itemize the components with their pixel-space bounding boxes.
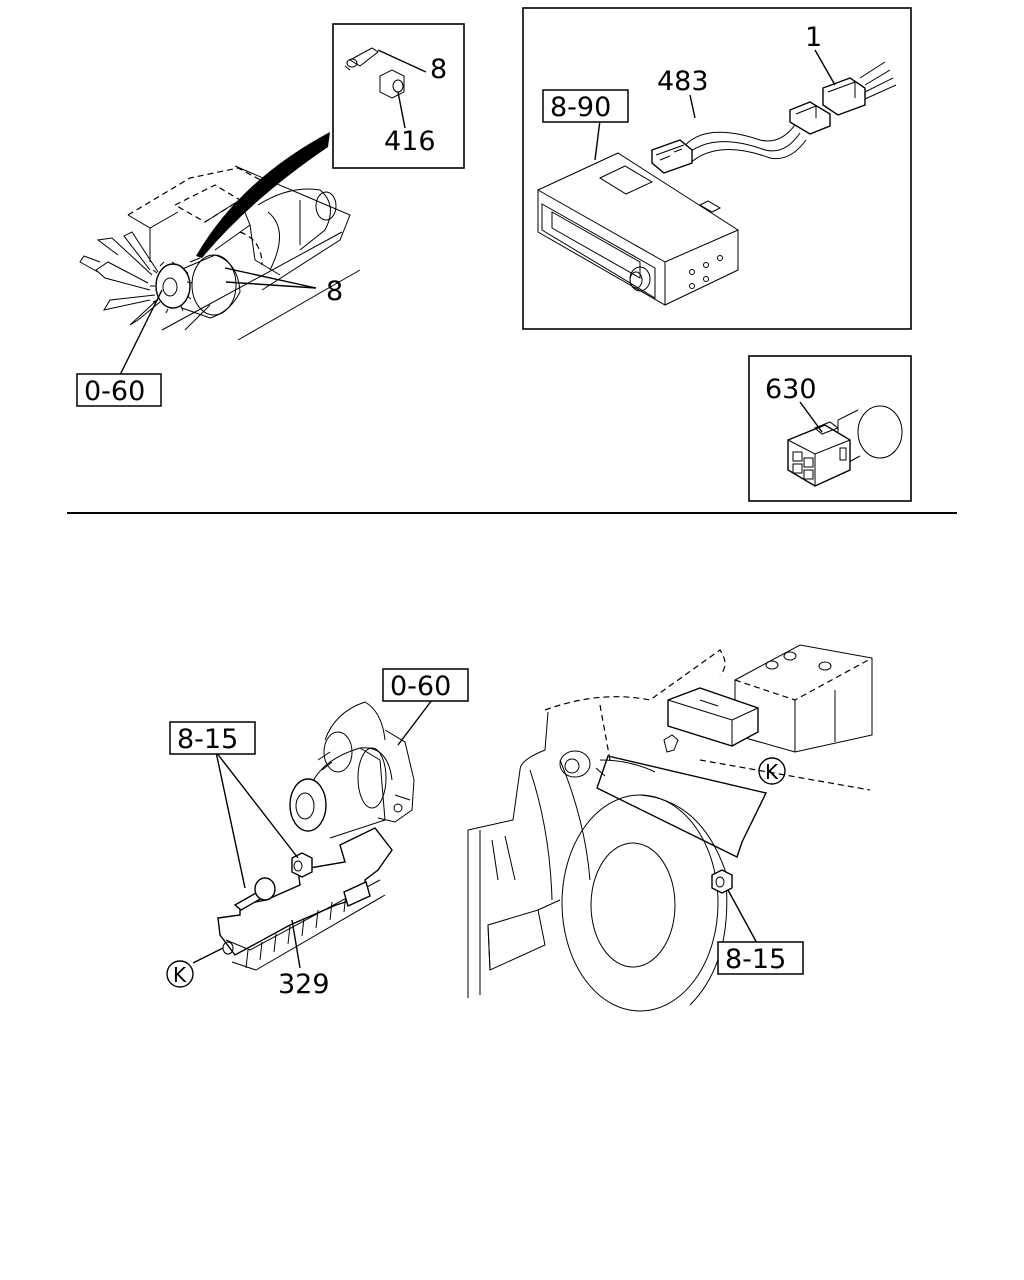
- part-number-8-engine: 8: [326, 276, 343, 307]
- reference-label-8-15-chassis: 8-15: [725, 944, 786, 975]
- reference-marker-k-starter: [166, 960, 194, 988]
- inset-radio-harness: [522, 7, 912, 330]
- reference-label-8-90: 8-90: [550, 92, 611, 123]
- reference-label-8-15-starter: 8-15: [177, 724, 238, 755]
- part-number-630: 630: [765, 374, 817, 405]
- reference-label-0-60-starter: 0-60: [390, 671, 451, 702]
- radio-harness-illustration: [537, 49, 897, 306]
- reference-marker-k-chassis-label: K: [765, 760, 779, 784]
- reference-box-8-90: [542, 89, 629, 123]
- part-number-1: 1: [805, 22, 822, 53]
- part-number-329: 329: [278, 969, 330, 1000]
- reference-box-0-60-engine: [76, 373, 162, 407]
- reference-label-0-60-engine: 0-60: [84, 376, 145, 407]
- engine-illustration: [79, 132, 361, 376]
- starter-motor-illustration: [192, 699, 433, 971]
- reference-box-8-15-starter: [169, 721, 256, 755]
- part-number-416: 416: [384, 126, 436, 157]
- part-number-8-inset: 8: [430, 54, 447, 85]
- reference-marker-k-chassis: [758, 757, 786, 785]
- chassis-battery-illustration: [467, 644, 873, 1012]
- reference-box-0-60-starter: [382, 668, 469, 702]
- part-number-483: 483: [657, 66, 709, 97]
- terminal-and-nut-illustration: [344, 47, 427, 129]
- reference-marker-k-starter-label: K: [173, 963, 187, 987]
- switch-630-illustration: [787, 401, 903, 487]
- reference-box-8-15-chassis: [717, 941, 804, 975]
